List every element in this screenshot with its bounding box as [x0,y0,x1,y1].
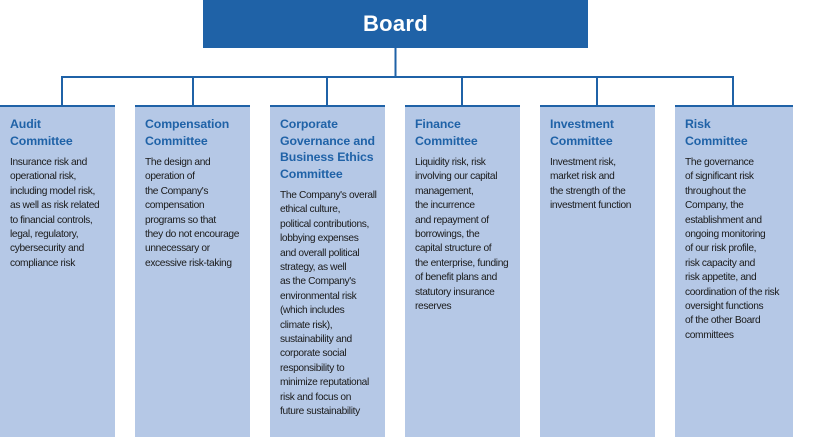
committee-description: The governance of significant risk throu… [685,157,780,341]
board-box: Board [203,0,588,48]
compensation-committee-box: Compensation Committee The design and op… [135,105,250,437]
committee-title: Risk Committee [685,117,748,148]
finance-committee-box: Finance Committee Liquidity risk, risk i… [405,105,520,437]
audit-committee-box: Audit Committee Insurance risk and opera… [0,105,115,437]
investment-committee-box: Investment Committee Investment risk, ma… [540,105,655,437]
committee-description: The design and operation of the Company'… [145,157,240,269]
committee-description: Insurance risk and operational risk, inc… [10,157,100,269]
committee-description: Liquidity risk, risk involving our capit… [415,157,509,313]
risk-committee-box: Risk Committee The governance of signifi… [675,105,793,437]
committee-title: Finance Committee [415,117,478,148]
committee-title: Corporate Governance and Business Ethics… [280,117,375,181]
committee-description: The Company's overall ethical culture, p… [280,190,377,418]
committee-title: Audit Committee [10,117,73,148]
committee-title: Compensation Committee [145,117,230,148]
committee-description: Investment risk, market risk and the str… [550,157,632,212]
corporate-governance-committee-box: Corporate Governance and Business Ethics… [270,105,385,437]
board-label: Board [362,11,429,36]
committee-title: Investment Committee [550,117,614,148]
